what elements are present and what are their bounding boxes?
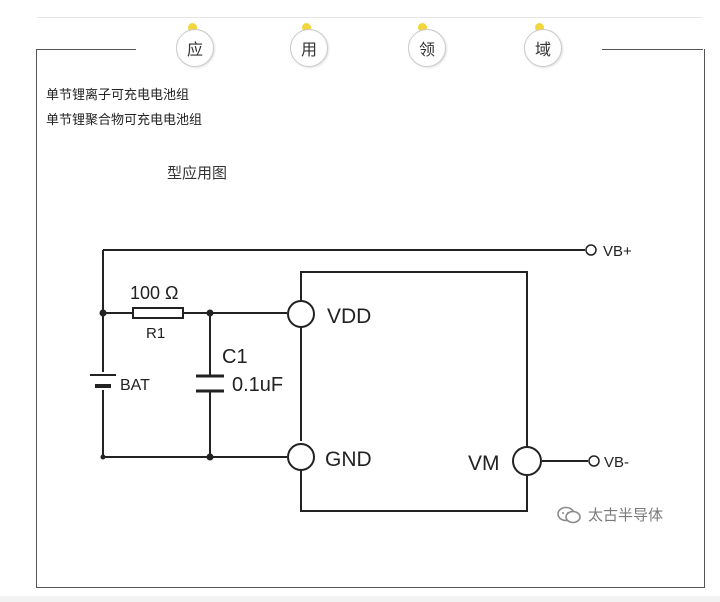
tab-dot-3 (418, 23, 427, 32)
tab-label: 用 (300, 40, 317, 59)
capacitor-name-label: C1 (222, 346, 248, 368)
battery-label: BAT (120, 377, 150, 394)
tab-label: 领 (418, 40, 435, 59)
terminal-vb-minus-circle (588, 455, 600, 467)
pin-vm-circle (512, 446, 542, 476)
frame-top-right (602, 49, 703, 50)
bottom-shade (0, 596, 720, 602)
tab-label: 应 (186, 40, 203, 59)
terminal-vb-plus-circle (585, 244, 597, 256)
pin-vm-label: VM (468, 452, 500, 475)
resistor-value-label: 100 Ω (130, 283, 179, 303)
watermark-text: 太古半导体 (588, 506, 664, 524)
pin-vdd-circle (287, 300, 315, 328)
watermark: 太古半导体 (556, 504, 663, 525)
tab-dot-1 (188, 23, 197, 32)
application-line-1: 单节锂离子可充电电池组 (46, 88, 190, 103)
tab-yong[interactable]: 用 (290, 29, 328, 67)
tab-ling[interactable]: 领 (408, 29, 446, 67)
pin-vdd-label: VDD (327, 305, 371, 328)
tab-yu[interactable]: 域 (524, 29, 562, 67)
tab-dot-4 (535, 23, 544, 32)
terminal-vb-plus-label: VB+ (603, 243, 632, 260)
tab-ying[interactable]: 应 (176, 29, 214, 67)
frame-top-left (36, 49, 136, 50)
application-line-2: 单节锂聚合物可充电电池组 (46, 113, 203, 128)
pin-gnd-label: GND (325, 448, 372, 471)
resistor-r1 (132, 307, 184, 319)
resistor-name-label: R1 (146, 325, 165, 342)
wechat-icon (557, 506, 581, 523)
tab-dot-2 (302, 23, 311, 32)
tab-label: 域 (534, 40, 551, 59)
pin-gnd-circle (287, 443, 315, 471)
capacitor-value-label: 0.1uF (232, 374, 283, 396)
top-divider (37, 17, 702, 18)
terminal-vb-minus-label: VB- (604, 454, 629, 471)
content-frame (36, 49, 705, 588)
diagram-caption: 型应用图 (167, 164, 228, 182)
